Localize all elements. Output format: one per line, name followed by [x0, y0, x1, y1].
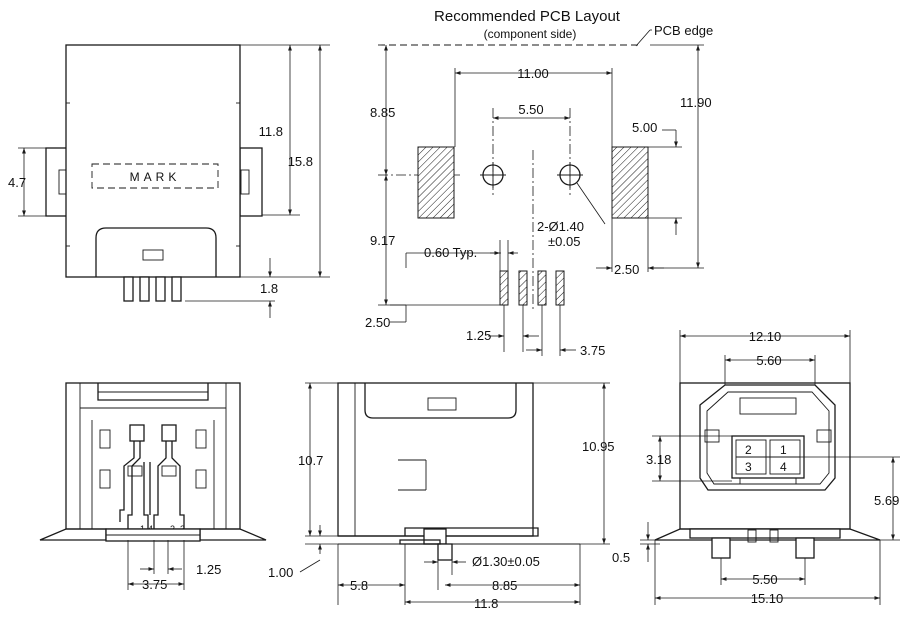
- dim-11-90: 11.90: [680, 95, 712, 110]
- dim-0-5: 0.5: [612, 550, 630, 565]
- drawing-title: Recommended PCB Layout: [434, 8, 621, 25]
- side-view: 10.7 10.95 1.00 5.8 Ø1.30±0.05 8.85 11.8: [268, 382, 615, 611]
- dim-2-50-left: 2.50: [365, 315, 390, 330]
- dim-8-85-side: 8.85: [492, 578, 517, 593]
- dim-1-00: 1.00: [268, 565, 293, 580]
- header: Recommended PCB Layout (component side): [434, 8, 621, 41]
- dim-3-75: 3.75: [580, 343, 605, 358]
- dim-11-8-side: 11.8: [474, 596, 498, 611]
- dim-1-25: 1.25: [466, 328, 491, 343]
- contact-1: 1: [780, 443, 787, 457]
- drawing-subtitle: (component side): [484, 27, 577, 41]
- dim-9-17: 9.17: [370, 233, 395, 248]
- dim-3-18: 3.18: [646, 452, 671, 467]
- dim-12-10: 12.10: [749, 329, 782, 344]
- dim-5-50: 5.50: [518, 102, 543, 117]
- dim-5-50-end: 5.50: [752, 572, 777, 587]
- dim-hole: 2-Ø1.40: [537, 219, 584, 234]
- dim-3-75-bottom: 3.75: [142, 577, 167, 592]
- front-view: MARK 11.8 15.8 4.7 1.8: [8, 44, 330, 318]
- dim-5-69: 5.69: [874, 493, 899, 508]
- dim-2-50-right: 2.50: [614, 262, 639, 277]
- pcb-edge-label: PCB edge: [654, 23, 713, 38]
- dim-5-8: 5.8: [350, 578, 368, 593]
- dim-hole-tol: ±0.05: [548, 234, 580, 249]
- contact-3: 3: [745, 460, 752, 474]
- dim-15-8: 15.8: [288, 154, 313, 169]
- mount-pad-right: [611, 146, 649, 219]
- contact-4: 4: [780, 460, 787, 474]
- bottom-left-view: 1 4 2 3 3.75 1.25: [39, 382, 267, 592]
- pcb-layout: PCB edge 11.00 5.50 8.85 9.17: [365, 23, 713, 358]
- dim-5-00: 5.00: [632, 120, 657, 135]
- mount-pad-left: [417, 146, 455, 219]
- dim-0-60-typ: 0.60 Typ.: [424, 245, 477, 260]
- dim-5-60: 5.60: [756, 353, 781, 368]
- dim-10-95: 10.95: [582, 439, 615, 454]
- dim-10-7: 10.7: [298, 453, 323, 468]
- dim-11-8: 11.8: [259, 124, 283, 139]
- dim-1-8: 1.8: [260, 281, 278, 296]
- dim-11-00: 11.00: [517, 66, 549, 81]
- end-view: 2 1 3 4 12.10 5.60 3.18 5.69 0.5: [612, 329, 900, 606]
- dim-15-10: 15.10: [751, 591, 784, 606]
- dim-8-85: 8.85: [370, 105, 395, 120]
- dim-post: Ø1.30±0.05: [472, 554, 540, 569]
- dim-4-7: 4.7: [8, 175, 26, 190]
- dim-1-25-bottom: 1.25: [196, 562, 221, 577]
- contact-2: 2: [745, 443, 752, 457]
- mark-label: MARK: [130, 170, 181, 184]
